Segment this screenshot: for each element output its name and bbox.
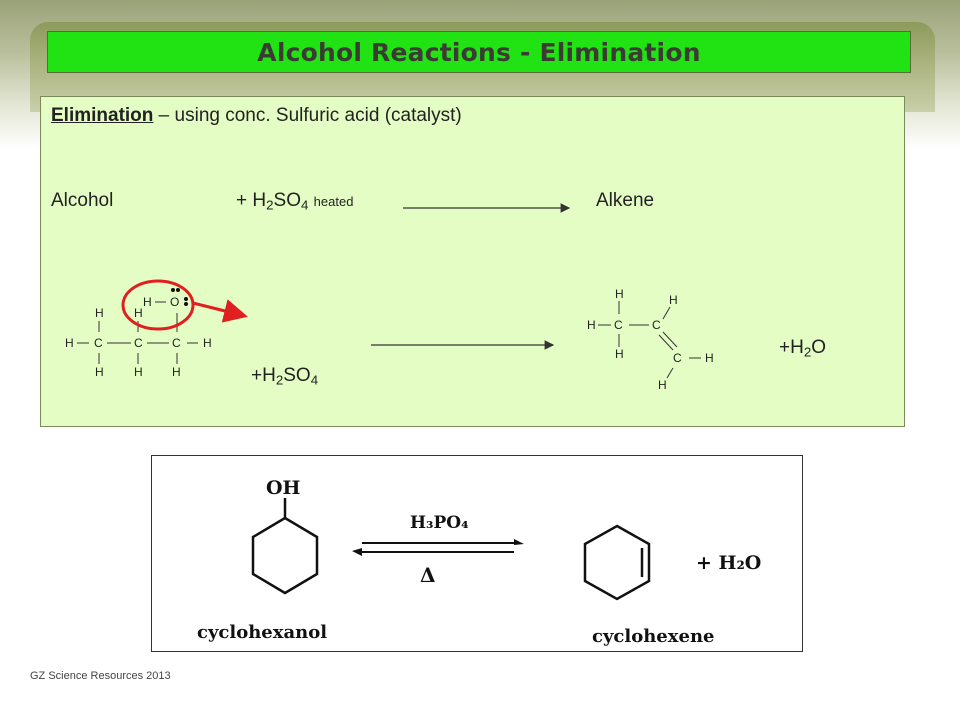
panel-heading: Elimination – using conc. Sulfuric acid …: [51, 105, 462, 127]
atom-h: H: [134, 365, 143, 379]
atom-c1: C: [614, 318, 623, 332]
reagent-condition: heated: [313, 194, 354, 209]
propanol-structure: H C C C H H H H O H H H: [65, 279, 248, 379]
reagent-sub-4: 4: [300, 197, 309, 213]
atom-c2: C: [134, 336, 143, 350]
reaction-structures: H C C C H H H H O H H H: [65, 203, 714, 392]
atom-h: H: [203, 336, 212, 350]
atom-h: H: [669, 293, 678, 307]
byproduct-o: O: [811, 337, 827, 358]
slide-title: Alcohol Reactions - Elimination: [257, 37, 701, 67]
equilibrium-arrows: H₃PO₄ Δ: [352, 513, 524, 587]
atom-h: H: [587, 318, 596, 332]
water-byproduct-label: + H₂O: [696, 552, 761, 574]
atom-h: H: [143, 295, 152, 309]
atom-h: H: [134, 306, 143, 320]
reagent-sub-2: 2: [266, 197, 274, 213]
reagent2-sub-2: 2: [275, 372, 284, 388]
atom-o: O: [170, 295, 179, 309]
reagent-h: + H: [236, 190, 267, 211]
cyclohexene-name: cyclohexene: [592, 626, 714, 647]
atom-h: H: [95, 306, 104, 320]
byproduct-h: +H: [779, 337, 804, 358]
word-equation-reagent: + H2SO4 heated: [236, 190, 353, 212]
word-equation-product: Alkene: [596, 190, 655, 211]
atom-c3: C: [673, 351, 682, 365]
atom-c3: C: [172, 336, 181, 350]
atom-h: H: [658, 378, 667, 392]
footer-credit: GZ Science Resources 2013: [30, 670, 171, 682]
atom-h: H: [615, 287, 624, 301]
hydroxyl-label: OH: [266, 477, 301, 499]
heading-keyword: Elimination: [51, 105, 154, 126]
title-bar: Alcohol Reactions - Elimination: [47, 31, 911, 73]
reagent2-so: SO: [283, 365, 311, 386]
atom-h: H: [705, 351, 714, 365]
structure-equation-byproduct: +H2O: [779, 337, 826, 359]
content-panel: Elimination – using conc. Sulfuric acid …: [40, 96, 905, 427]
atom-c2: C: [652, 318, 661, 332]
water-leaving-highlight: [121, 279, 195, 331]
heading-description: – using conc. Sulfuric acid (catalyst): [153, 105, 462, 126]
propene-structure: H H C C H H C H H: [587, 287, 714, 392]
cyclohexanol-reaction-drawing: OH H₃PO₄ Δ + H₂O cyclohexanol cyclohexen…: [197, 477, 761, 647]
atom-h: H: [615, 347, 624, 361]
atom-h: H: [65, 336, 74, 350]
atom-h: H: [95, 365, 104, 379]
highlight-arrow: [192, 299, 248, 323]
atom-c1: C: [94, 336, 103, 350]
reagent-so: SO: [273, 190, 301, 211]
catalyst-label: H₃PO₄: [410, 513, 469, 533]
cyclohexanol-reaction-figure: OH H₃PO₄ Δ + H₂O cyclohexanol cyclohexen…: [151, 455, 803, 652]
reagent2-sub-4: 4: [310, 372, 319, 388]
reagent2-h: +H: [251, 365, 276, 386]
structure-equation-reagent: +H2SO4: [251, 365, 318, 387]
cyclohexanol-ring: OH: [251, 477, 319, 595]
word-equation-reactant: Alcohol: [51, 190, 114, 211]
cyclohexanol-name: cyclohexanol: [197, 622, 327, 643]
atom-h: H: [172, 365, 181, 379]
heat-symbol: Δ: [420, 563, 436, 587]
byproduct-sub-2: 2: [803, 344, 812, 360]
cyclohexene-ring: [583, 524, 651, 601]
